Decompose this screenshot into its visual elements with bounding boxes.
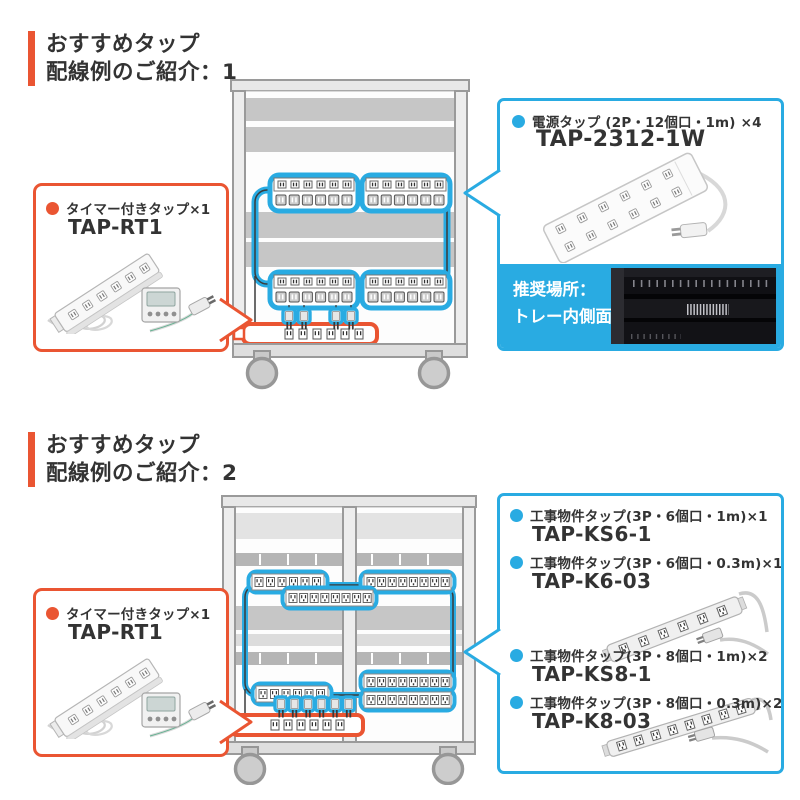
tap-2312-photo <box>542 152 728 263</box>
power-tap-callout: 電源タップ (2P・12個口・1m) ×4 TAP-2312-1W 推奨 <box>497 98 784 351</box>
product-label: 電源タップ (2P・12個口・1m) ×4 <box>532 115 762 131</box>
bullet-icon <box>510 695 523 709</box>
callout-pointer <box>219 297 253 343</box>
product-label: タイマー付きタップ×1 <box>66 607 211 623</box>
recommended-place-band: 推奨場所： トレー内側面 <box>500 264 781 348</box>
title-line: 配線例のご紹介：2 <box>46 460 238 486</box>
bullet-icon <box>512 114 525 128</box>
product-model: TAP-2312-1W <box>536 127 706 152</box>
product-label: タイマー付きタップ×1 <box>66 202 211 218</box>
tray-inside-photo <box>611 268 776 344</box>
product-label: 工事物件タップ(3P・8個口・0.3m)×2 <box>530 696 783 712</box>
title-line: おすすめタップ <box>46 32 201 57</box>
product-label: 工事物件タップ(3P・8個口・1m)×2 <box>530 649 768 665</box>
callout-pointer <box>463 168 501 218</box>
product-label: 工事物件タップ(3P・6個口・1m)×1 <box>530 509 768 525</box>
bullet-icon <box>46 201 59 215</box>
timer-tap-callout-2: タイマー付きタップ×1 TAP-RT1 <box>33 588 229 757</box>
callout-pointer <box>219 699 253 745</box>
product-model: TAP-KS6-1 <box>532 522 652 546</box>
product-label: 工事物件タップ(3P・6個口・0.3m)×1 <box>530 556 783 572</box>
title-line: 配線例のご紹介：1 <box>46 59 238 85</box>
recommended-place-label: 推奨場所： トレー内側面 <box>513 280 612 326</box>
section-title-1: おすすめタップ 配線例のご紹介：1 <box>28 31 237 86</box>
product-model: TAP-RT1 <box>68 215 164 239</box>
construction-tap-callout: 工事物件タップ(3P・6個口・1m)×1 TAP-KS6-1 工事物件タップ(3… <box>497 493 784 774</box>
tap-rt1-photo <box>47 253 216 334</box>
timer-tap-callout-1: タイマー付きタップ×1 TAP-RT1 <box>33 183 229 352</box>
cart-wiring-diagram-2 <box>221 495 477 785</box>
tap-8port-photo <box>601 697 773 757</box>
section-title-2: おすすめタップ 配線例のご紹介：2 <box>28 432 237 487</box>
product-model: TAP-RT1 <box>68 620 164 644</box>
cart-wiring-diagram-1 <box>230 79 470 390</box>
tap-6port-photo <box>601 591 770 663</box>
bullet-icon <box>510 508 523 522</box>
bullet-icon <box>510 648 523 662</box>
title-line: おすすめタップ <box>46 433 201 458</box>
bullet-icon <box>46 606 59 620</box>
product-model: TAP-KS8-1 <box>532 662 652 686</box>
product-model: TAP-K6-03 <box>532 569 652 593</box>
product-model: TAP-K8-03 <box>532 709 652 733</box>
callout-pointer <box>463 627 501 677</box>
bullet-icon <box>510 555 523 569</box>
tap-rt1-photo <box>47 658 216 739</box>
